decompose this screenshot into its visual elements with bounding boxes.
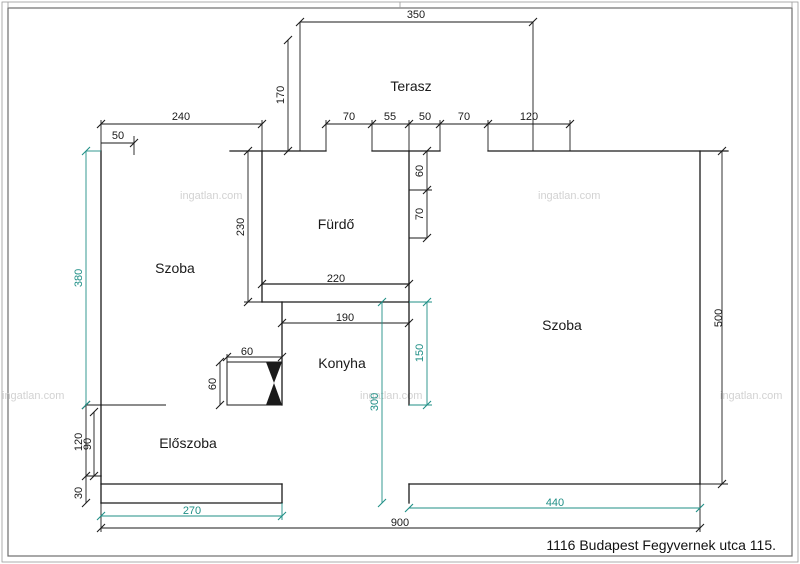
dimension-label: 500 (713, 309, 725, 327)
address-caption: 1116 Budapest Fegyvernek utca 115. (546, 537, 776, 553)
dimension-label: 70 (414, 208, 426, 220)
dimension-label-accent: 380 (73, 269, 85, 287)
dimension-label-accent: 440 (546, 497, 564, 509)
dimension-label: 120 (73, 433, 85, 451)
dimension-label: 240 (172, 111, 190, 123)
dimension-label: 50 (419, 111, 431, 123)
dimension-label: 220 (327, 273, 345, 285)
dimension-label: 90 (82, 438, 94, 450)
dimension-label: 30 (73, 487, 85, 499)
watermark: ingatlan.com (2, 390, 64, 402)
dimension-label-accent: 300 (369, 393, 381, 411)
room-label-szoba-right: Szoba (542, 317, 582, 333)
watermark: ingatlan.com (538, 190, 600, 202)
dimension-label: 60 (241, 346, 253, 358)
room-label-furdo: Fürdő (318, 216, 355, 232)
room-label-eloszoba: Előszoba (159, 435, 217, 451)
dimension-lines-accent (81, 146, 705, 521)
watermarks: ingatlan.com ingatlan.com ingatlan.com i… (2, 190, 782, 402)
stove-icon (266, 383, 282, 405)
dimension-label: 120 (520, 111, 538, 123)
dimension-lines (81, 17, 728, 533)
room-label-terasz: Terasz (390, 78, 431, 94)
room-label-konyha: Konyha (318, 355, 366, 371)
watermark: ingatlan.com (360, 390, 422, 402)
dimension-label: 60 (207, 378, 219, 390)
dimension-label: 230 (235, 218, 247, 236)
dimension-label-accent: 270 (183, 505, 201, 517)
dimension-label: 60 (414, 165, 426, 177)
dimension-label: 70 (458, 111, 470, 123)
dimension-label-accent: 150 (414, 344, 426, 362)
dimension-label: 55 (384, 111, 396, 123)
walls (85, 150, 729, 504)
dimension-label: 70 (343, 111, 355, 123)
room-label-szoba-left: Szoba (155, 260, 195, 276)
dimension-label: 190 (336, 312, 354, 324)
dimension-label: 350 (407, 9, 425, 21)
dimension-label: 50 (112, 130, 124, 142)
watermark: ingatlan.com (720, 390, 782, 402)
dimension-label: 170 (275, 86, 287, 104)
watermark: ingatlan.com (180, 190, 242, 202)
dimension-labels: 350 170 240 50 70 55 50 70 120 60 70 230… (73, 9, 725, 529)
room-labels: Terasz Fürdő Szoba Szoba Konyha Előszoba (155, 78, 582, 451)
stove-icon (266, 362, 282, 383)
dimension-label: 900 (391, 517, 409, 529)
